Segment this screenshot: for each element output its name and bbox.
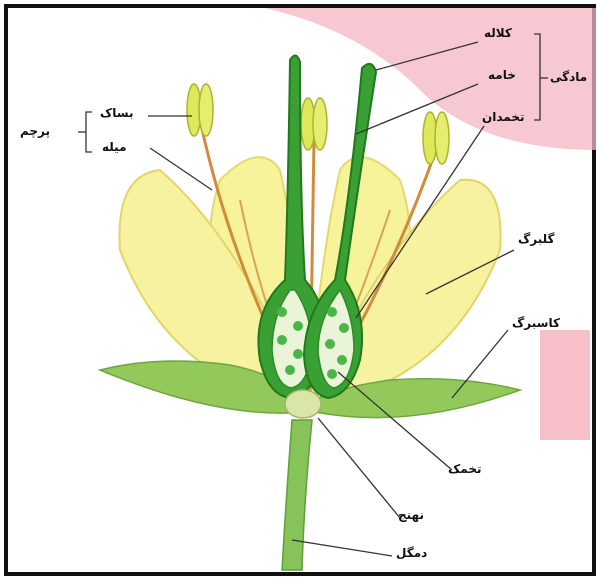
label-stalk: دمگل [396,546,427,560]
label-stamen: پرچم [20,124,50,138]
label-stigma: کلاله [484,26,512,40]
label-style: خامه [488,68,516,82]
label-ovule: تخمک [448,462,482,476]
watermark-shape-2 [540,330,590,440]
stalk-shape [282,420,312,570]
label-ovary: تخمدان [482,110,525,124]
anther-right [423,112,449,164]
label-pistil: مادگی [550,70,587,84]
receptacle-shape [285,390,321,418]
anther-left [187,84,213,136]
label-receptacle: نهنج [398,508,424,522]
label-filament: میله [102,140,127,154]
label-sepal: کاسبرگ [512,316,560,330]
label-petal: گلبرگ [518,232,555,246]
label-anther: بساک [100,106,134,120]
